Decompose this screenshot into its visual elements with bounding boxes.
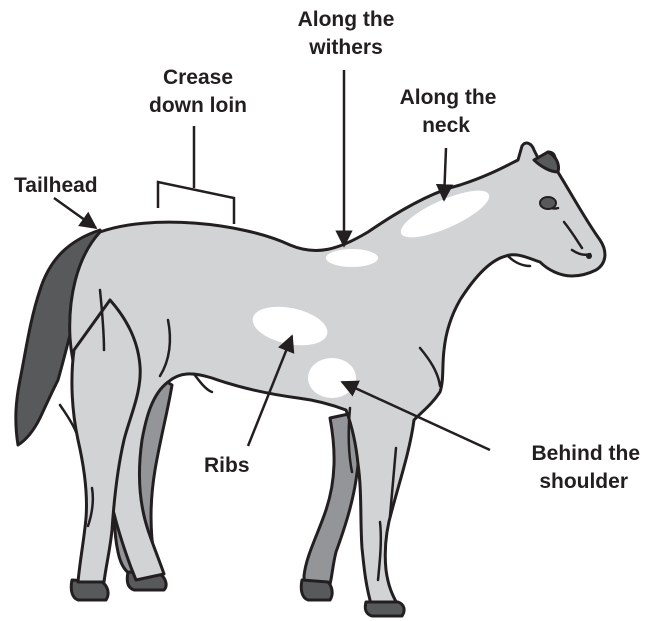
label-withers-line-1: Along the [298, 8, 395, 31]
label-shoulder-line-1: Behind the [532, 442, 641, 465]
far-fore-leg [301, 412, 359, 600]
label-neck-line-1: Along the [400, 86, 497, 109]
near-fore-hoof [365, 602, 404, 616]
label-shoulder-line-2: shoulder [539, 470, 628, 493]
label-withers-line-2: withers [308, 36, 383, 59]
label-neck-line-2: neck [422, 114, 470, 137]
spot-withers [326, 249, 378, 267]
label-crease-line-2: down loin [149, 94, 247, 117]
nostril [586, 253, 592, 259]
eye [540, 197, 556, 209]
label-crease-line-1: Crease [163, 66, 233, 89]
label-ribs: Ribs [204, 454, 250, 477]
label-tailhead: Tailhead [14, 174, 98, 197]
spot-shoulder [308, 358, 356, 398]
